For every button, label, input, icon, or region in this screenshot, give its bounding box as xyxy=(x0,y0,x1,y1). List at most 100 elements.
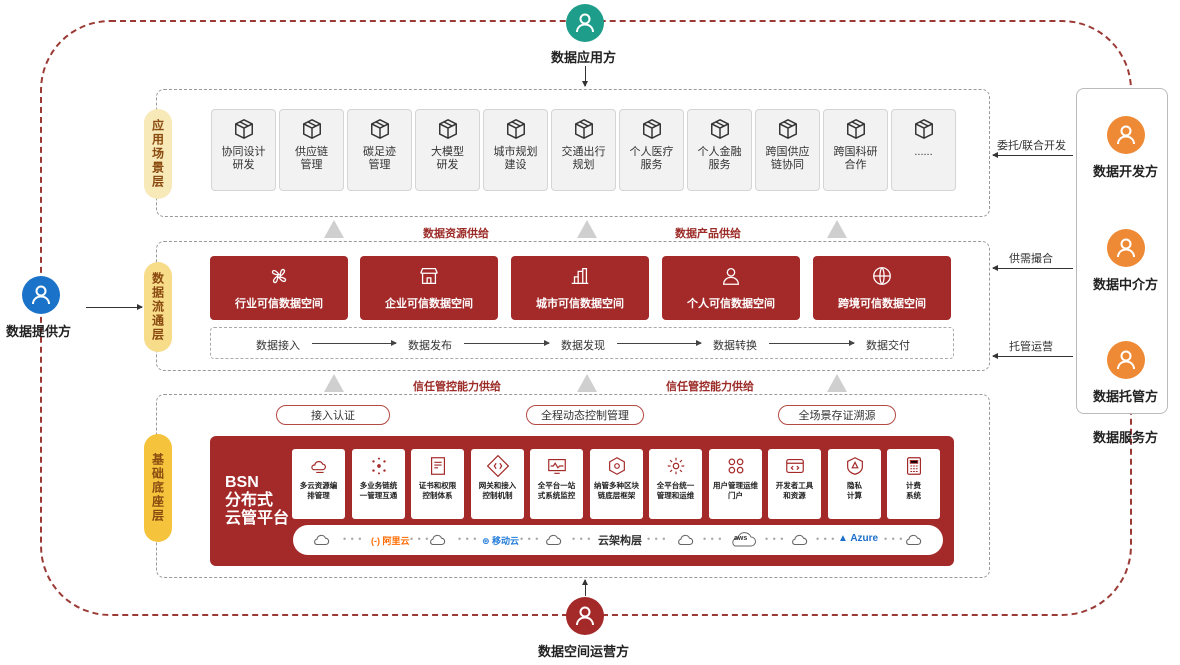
bsn-module-label: 隐私计算 xyxy=(847,481,862,501)
trusted-space-card: 个人可信数据空间 xyxy=(662,256,800,320)
app-user-arrow xyxy=(582,66,588,87)
custodian-label: 数据托管方 xyxy=(1093,389,1159,404)
cloud-connector: • • • xyxy=(458,534,478,544)
pill-evidence-trace: 全场景存证溯源 xyxy=(778,405,896,425)
bsn-module-card: 全平台一站式系统监控 xyxy=(530,449,583,519)
apps-grid-icon xyxy=(728,458,743,474)
trusted-space-card: 跨境可信数据空间 xyxy=(813,256,951,320)
developer-link-arrow xyxy=(992,152,1073,158)
bsn-module-line1: 用户管理运维 xyxy=(713,481,758,490)
storefront-icon xyxy=(420,268,438,284)
supply-arrow xyxy=(827,220,847,238)
app-scenario-card: 城市规划建设 xyxy=(483,109,548,191)
bsn-module-line1: 证书和权限 xyxy=(418,481,457,490)
aws-cloud-icon xyxy=(732,532,756,547)
bsn-module-line2: 控制机制 xyxy=(482,491,513,500)
trusted-space-card: 城市可信数据空间 xyxy=(511,256,649,320)
cloud-layer-label: 云架构层 xyxy=(598,535,642,547)
flow-layer-tag: 数据流通层 xyxy=(144,262,172,352)
pinwheel-icon xyxy=(271,268,287,284)
bsn-module-card: 计费系统 xyxy=(887,449,940,519)
cloud-icon xyxy=(546,534,562,546)
gateway-icon xyxy=(486,455,509,477)
custodian-link-arrow xyxy=(992,353,1073,359)
data-chain-arrow xyxy=(617,340,702,346)
vendor-mobile-cloud-label: 移动云 xyxy=(492,536,520,546)
broker-avatar xyxy=(1107,229,1145,267)
bsn-module-label: 开发者工具和资源 xyxy=(776,481,814,501)
cloud-connector: • • • xyxy=(520,534,540,544)
app-scenario-card: 交通出行规划 xyxy=(551,109,616,191)
bsn-module-line1: 多业务链统 xyxy=(359,481,398,490)
package-box-icon xyxy=(710,119,729,139)
package-box-icon xyxy=(778,119,797,139)
package-box-icon xyxy=(370,119,389,139)
provider-label: 数据提供方 xyxy=(6,324,72,339)
app-scenario-label: ...... xyxy=(914,146,932,159)
bsn-title-line3: 云管平台 xyxy=(225,510,290,527)
data-chain-step: 数据接入 xyxy=(256,340,300,352)
vendor-azure-label: Azure xyxy=(850,533,879,544)
cloud-layer-bar xyxy=(293,525,943,555)
vendor-aws: aws xyxy=(734,535,748,542)
bsn-module-card: 多业务链统一管理互通 xyxy=(352,449,405,519)
service-group-label: 数据服务方 xyxy=(1093,430,1159,445)
app-scenario-line1: 供应链 xyxy=(295,146,328,158)
vendor-aliyun: (-) 阿里云 xyxy=(371,536,410,546)
app-scenario-label: 协同设计研发 xyxy=(222,146,266,172)
data-chain-step: 数据交付 xyxy=(866,340,910,352)
cloud-connector: • • • xyxy=(410,534,430,544)
app-scenario-label: 大模型研发 xyxy=(431,146,464,172)
bsn-module-card: 全平台统一管理和运维 xyxy=(649,449,702,519)
app-scenario-line1: 大模型 xyxy=(431,146,464,158)
operator-arrow xyxy=(582,579,588,596)
app-scenario-line2: 合作 xyxy=(844,159,867,171)
package-box-icon xyxy=(642,119,661,139)
privacy-shield-icon xyxy=(846,457,863,475)
bsn-module-line1: 纳管多种区块 xyxy=(594,481,639,490)
bsn-module-label: 全平台统一管理和运维 xyxy=(657,481,695,501)
app-scenario-card: 个人金融服务 xyxy=(687,109,752,191)
data-chain-step: 数据发现 xyxy=(561,340,605,352)
app-scenario-line1: 城市规划 xyxy=(493,146,538,158)
app-scenario-card: 跨国科研合作 xyxy=(823,109,888,191)
bsn-title-line2: 分布式 xyxy=(225,492,274,509)
bsn-module-label: 网关和接入控制机制 xyxy=(479,481,517,501)
app-scenario-card: 碳足迹管理 xyxy=(347,109,412,191)
bsn-module-line1: 多云资源编 xyxy=(299,481,338,490)
package-box-icon xyxy=(234,119,253,139)
app-scenario-label: 碳足迹管理 xyxy=(363,146,396,172)
bsn-module-line2: 排管理 xyxy=(307,491,330,500)
data-chain-arrow xyxy=(312,340,397,346)
trusted-space-card: 企业可信数据空间 xyxy=(360,256,498,320)
app-user-avatar xyxy=(566,4,604,42)
app-scenario-line2: 管理 xyxy=(368,159,391,171)
trusted-space-label: 行业可信数据空间 xyxy=(235,298,323,310)
bsn-module-label: 用户管理运维门户 xyxy=(713,481,758,501)
gear-icon xyxy=(667,457,684,475)
app-scenario-line2: 建设 xyxy=(504,159,527,171)
app-scenario-label: 个人金融服务 xyxy=(698,146,742,172)
app-scenario-line2: 研发 xyxy=(232,159,255,171)
cloud-icon xyxy=(906,534,922,546)
app-scenario-line1: 跨国供应 xyxy=(765,146,810,158)
app-scenario-label: 个人医疗服务 xyxy=(630,146,674,172)
app-scenario-line2: 服务 xyxy=(708,159,731,171)
data-chain-step: 数据转换 xyxy=(713,340,757,352)
pill-dynamic-control: 全程动态控制管理 xyxy=(526,405,644,425)
developer-link-label: 委托/联合开发 xyxy=(997,140,1067,152)
supply-arrow xyxy=(324,220,344,238)
bsn-module-line1: 全平台一站 xyxy=(537,481,576,490)
app-scenario-line2: 链协同 xyxy=(771,159,804,171)
package-box-icon xyxy=(302,119,321,139)
data-chain-arrow xyxy=(769,340,855,346)
product-supply-label: 数据产品供给 xyxy=(675,228,741,240)
package-box-icon xyxy=(914,119,933,139)
data-chain-step: 数据发布 xyxy=(408,340,452,352)
developer-label: 数据开发方 xyxy=(1093,164,1159,179)
app-user-label: 数据应用方 xyxy=(551,50,617,65)
trusted-space-label: 企业可信数据空间 xyxy=(385,298,473,310)
bsn-module-line2: 门户 xyxy=(728,491,743,500)
trusted-space-label: 城市可信数据空间 xyxy=(536,298,624,310)
supply-arrow xyxy=(577,220,597,238)
